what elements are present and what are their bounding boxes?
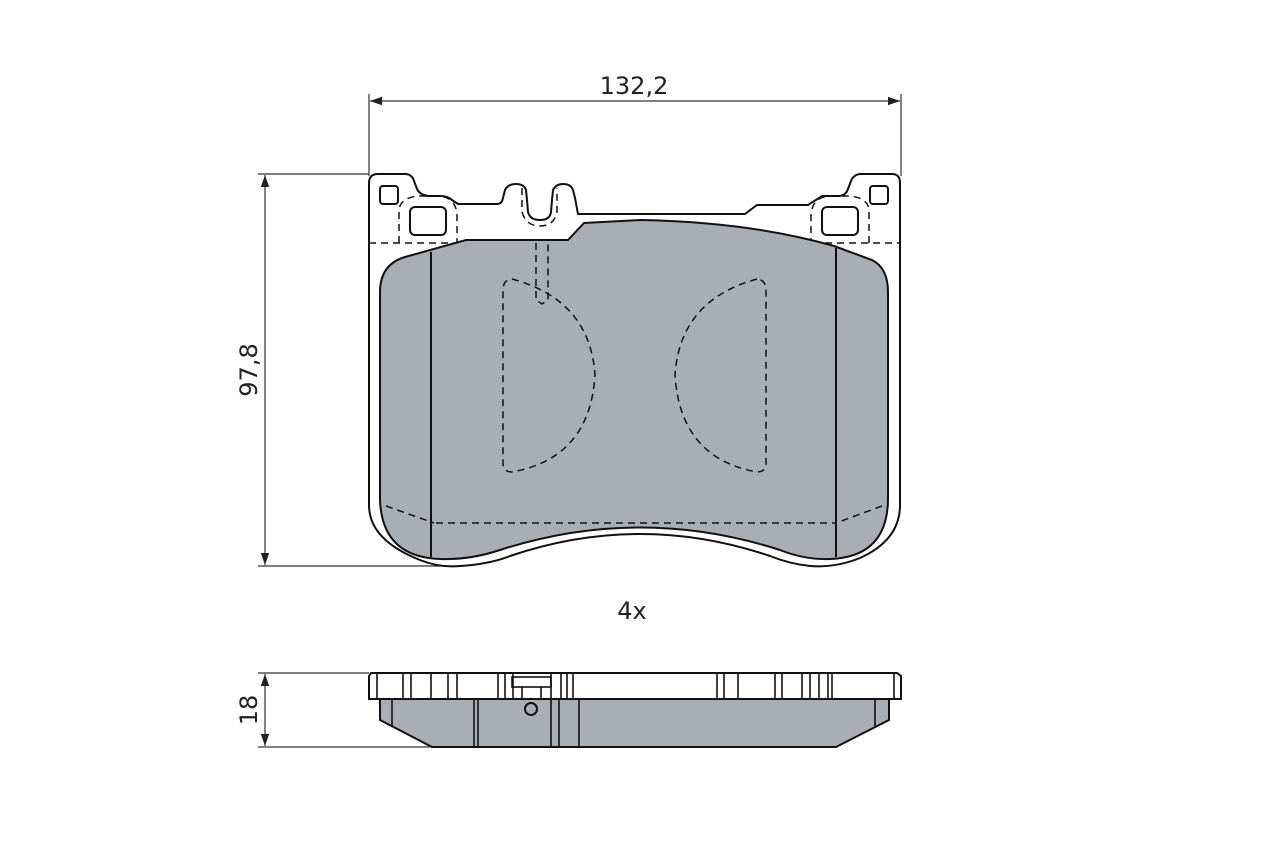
width-dimension: 132,2 [368,72,902,176]
height-label: 97,8 [235,343,263,396]
slot-left [409,206,447,236]
brake-pad-side-view [368,672,902,748]
side-friction-material [379,698,890,748]
height-dimension: 97,8 [235,173,442,567]
mounting-hole-left [379,185,399,205]
thickness-label: 18 [235,695,263,726]
mounting-hole-right [869,185,889,205]
side-backing-plate [368,672,902,700]
sensor-hole [524,702,538,716]
slot-right [821,206,859,236]
thickness-dimension: 18 [235,672,430,748]
friction-material [379,218,889,561]
brake-pad-front-view [368,173,901,568]
quantity-label: 4x [617,597,646,625]
width-label: 132,2 [600,72,669,100]
